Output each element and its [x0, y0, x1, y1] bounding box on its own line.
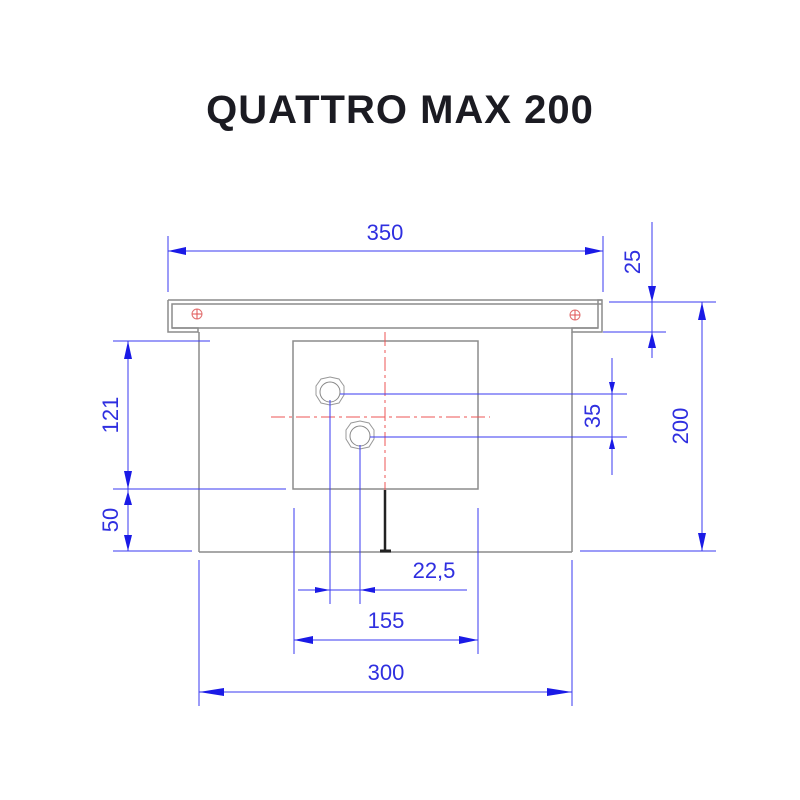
dimension-350: 350 [167, 220, 604, 292]
drawing-title: QUATTRO MAX 200 [206, 88, 594, 132]
dimension-25: 25 [603, 222, 716, 358]
dimension-300: 300 [198, 560, 573, 706]
svg-text:200: 200 [668, 408, 693, 445]
svg-text:121: 121 [98, 397, 123, 434]
svg-text:155: 155 [368, 608, 405, 633]
screw-icon-left [191, 308, 203, 320]
svg-text:350: 350 [367, 220, 404, 245]
svg-text:35: 35 [580, 404, 605, 428]
grille-frame [167, 299, 603, 333]
pipe-connection-lower [345, 420, 375, 450]
svg-text:50: 50 [98, 508, 123, 532]
svg-text:300: 300 [368, 660, 405, 685]
dimension-22-5: 22,5 [298, 400, 467, 604]
dimension-35: 35 [340, 358, 627, 475]
screw-icon-right [569, 309, 581, 321]
dimension-200: 200 [580, 302, 716, 552]
dimension-155: 155 [293, 508, 479, 654]
svg-text:22,5: 22,5 [413, 558, 456, 583]
dimension-121: 121 [98, 340, 286, 490]
dimension-50: 50 [98, 489, 192, 552]
svg-text:25: 25 [620, 250, 645, 274]
